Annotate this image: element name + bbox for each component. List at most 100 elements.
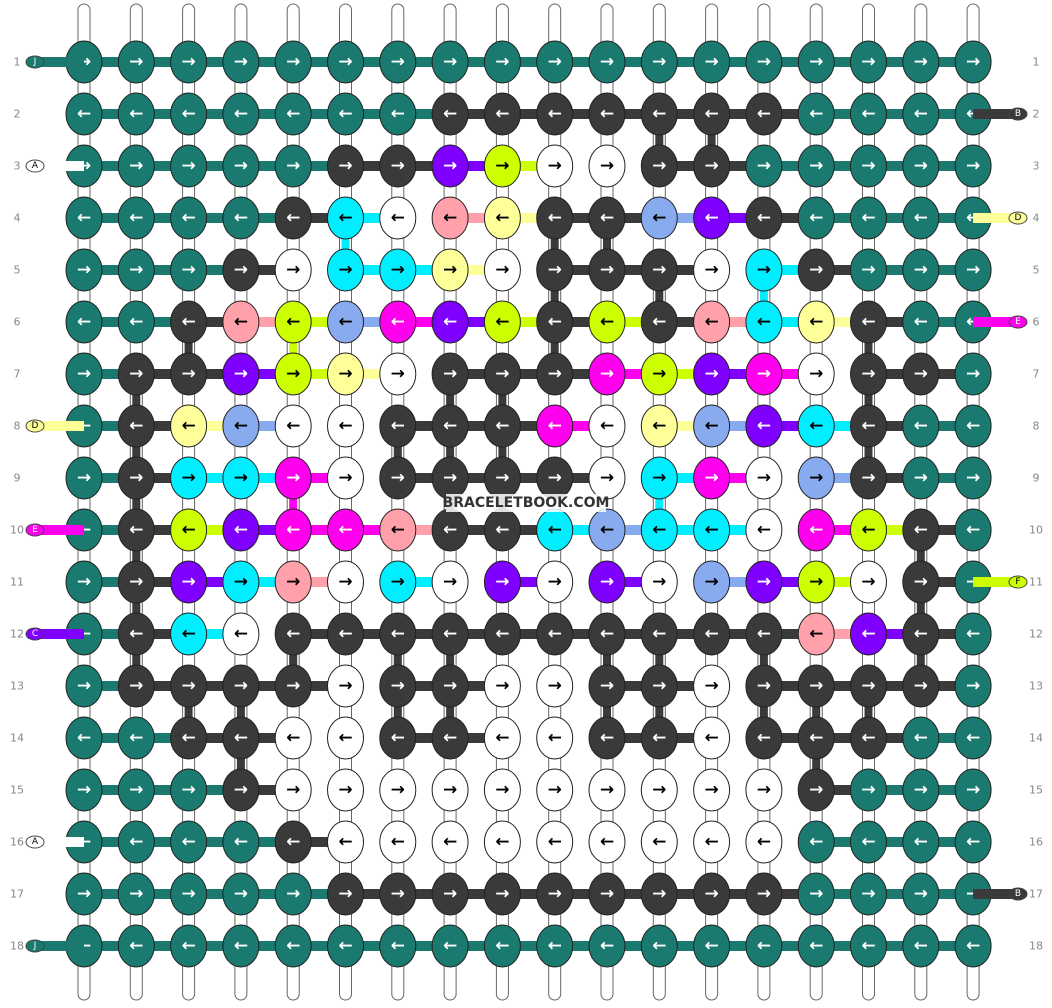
knot[interactable]: ← bbox=[797, 612, 835, 656]
knot[interactable]: → bbox=[483, 352, 521, 396]
knot[interactable]: → bbox=[640, 144, 678, 188]
knot[interactable]: → bbox=[431, 768, 469, 812]
knot[interactable]: ← bbox=[745, 924, 783, 968]
knot[interactable]: ← bbox=[640, 508, 678, 552]
knot[interactable]: ← bbox=[274, 404, 312, 448]
knot[interactable]: → bbox=[902, 872, 940, 916]
knot[interactable]: → bbox=[65, 456, 103, 500]
knot[interactable]: → bbox=[954, 248, 992, 292]
knot[interactable]: ← bbox=[117, 508, 155, 552]
knot[interactable]: ← bbox=[954, 924, 992, 968]
knot[interactable]: → bbox=[902, 40, 940, 84]
knot[interactable]: → bbox=[536, 768, 574, 812]
knot[interactable]: → bbox=[379, 768, 417, 812]
knot[interactable]: ← bbox=[483, 612, 521, 656]
knot[interactable]: → bbox=[327, 872, 364, 916]
knot[interactable]: → bbox=[902, 352, 940, 396]
knot[interactable]: ← bbox=[693, 716, 731, 760]
knot[interactable]: ← bbox=[431, 820, 469, 864]
knot[interactable]: ← bbox=[850, 508, 887, 552]
knot[interactable]: → bbox=[954, 144, 992, 188]
knot[interactable]: → bbox=[170, 560, 208, 604]
knot[interactable]: ← bbox=[797, 924, 835, 968]
knot[interactable]: → bbox=[431, 560, 469, 604]
knot[interactable]: ← bbox=[693, 300, 731, 344]
knot[interactable]: ← bbox=[327, 716, 364, 760]
knot[interactable]: → bbox=[797, 40, 835, 84]
knot[interactable]: → bbox=[274, 144, 312, 188]
knot[interactable]: ← bbox=[954, 508, 992, 552]
knot[interactable]: ← bbox=[536, 924, 574, 968]
knot[interactable]: → bbox=[745, 352, 783, 396]
knot[interactable]: ← bbox=[850, 924, 887, 968]
knot[interactable]: ← bbox=[222, 404, 260, 448]
knot[interactable]: → bbox=[117, 560, 155, 604]
knot[interactable]: → bbox=[640, 768, 678, 812]
knot[interactable]: → bbox=[222, 248, 260, 292]
knot[interactable]: ← bbox=[379, 820, 417, 864]
knot[interactable]: → bbox=[745, 144, 783, 188]
knot[interactable]: → bbox=[327, 144, 364, 188]
knot[interactable]: → bbox=[536, 144, 574, 188]
knot[interactable]: ← bbox=[588, 300, 626, 344]
knot[interactable]: ← bbox=[536, 92, 574, 136]
knot[interactable]: ← bbox=[902, 404, 940, 448]
knot[interactable]: → bbox=[431, 144, 469, 188]
knot[interactable]: ← bbox=[170, 508, 208, 552]
knot[interactable]: → bbox=[483, 456, 521, 500]
knot[interactable]: ← bbox=[850, 404, 887, 448]
knot[interactable]: → bbox=[850, 560, 887, 604]
knot[interactable]: → bbox=[954, 352, 992, 396]
knot[interactable]: ← bbox=[274, 716, 312, 760]
knot[interactable]: ← bbox=[483, 404, 521, 448]
knot[interactable]: ← bbox=[327, 820, 364, 864]
knot[interactable]: ← bbox=[65, 300, 103, 344]
knot[interactable]: ← bbox=[588, 92, 626, 136]
knot[interactable]: → bbox=[902, 664, 940, 708]
knot[interactable]: ← bbox=[640, 716, 678, 760]
knot[interactable]: ← bbox=[640, 820, 678, 864]
knot[interactable]: ← bbox=[483, 716, 521, 760]
knot[interactable]: ← bbox=[117, 612, 155, 656]
knot[interactable]: ← bbox=[327, 508, 364, 552]
knot[interactable]: → bbox=[327, 768, 364, 812]
knot[interactable]: ← bbox=[379, 196, 417, 240]
knot[interactable]: → bbox=[431, 664, 469, 708]
knot[interactable]: → bbox=[745, 456, 783, 500]
knot[interactable]: ← bbox=[483, 300, 521, 344]
knot[interactable]: → bbox=[117, 872, 155, 916]
knot[interactable]: ← bbox=[640, 404, 678, 448]
knot[interactable]: ← bbox=[640, 300, 678, 344]
knot[interactable]: → bbox=[536, 352, 574, 396]
knot[interactable]: → bbox=[379, 872, 417, 916]
knot[interactable]: → bbox=[222, 144, 260, 188]
knot[interactable]: ← bbox=[65, 92, 103, 136]
knot[interactable]: ← bbox=[902, 300, 940, 344]
knot[interactable]: → bbox=[797, 664, 835, 708]
knot[interactable]: ← bbox=[693, 924, 731, 968]
knot[interactable]: ← bbox=[117, 300, 155, 344]
knot[interactable]: → bbox=[170, 144, 208, 188]
knot[interactable]: → bbox=[797, 248, 835, 292]
knot[interactable]: ← bbox=[640, 924, 678, 968]
knot[interactable]: ← bbox=[588, 716, 626, 760]
knot[interactable]: ← bbox=[117, 196, 155, 240]
knot[interactable]: ← bbox=[431, 924, 469, 968]
knot[interactable]: ← bbox=[850, 196, 887, 240]
knot[interactable]: ← bbox=[745, 508, 783, 552]
knot[interactable]: ← bbox=[588, 196, 626, 240]
knot[interactable]: ← bbox=[902, 716, 940, 760]
knot[interactable]: → bbox=[588, 872, 626, 916]
knot[interactable]: → bbox=[640, 40, 678, 84]
knot[interactable]: ← bbox=[117, 404, 155, 448]
knot[interactable]: → bbox=[588, 664, 626, 708]
knot[interactable]: → bbox=[797, 352, 835, 396]
knot[interactable]: → bbox=[850, 352, 887, 396]
knot[interactable]: ← bbox=[274, 820, 312, 864]
knot[interactable]: ← bbox=[536, 300, 574, 344]
knot[interactable]: ← bbox=[902, 92, 940, 136]
knot[interactable]: → bbox=[588, 40, 626, 84]
knot[interactable]: ← bbox=[536, 404, 574, 448]
knot[interactable]: → bbox=[536, 456, 574, 500]
knot[interactable]: ← bbox=[745, 404, 783, 448]
